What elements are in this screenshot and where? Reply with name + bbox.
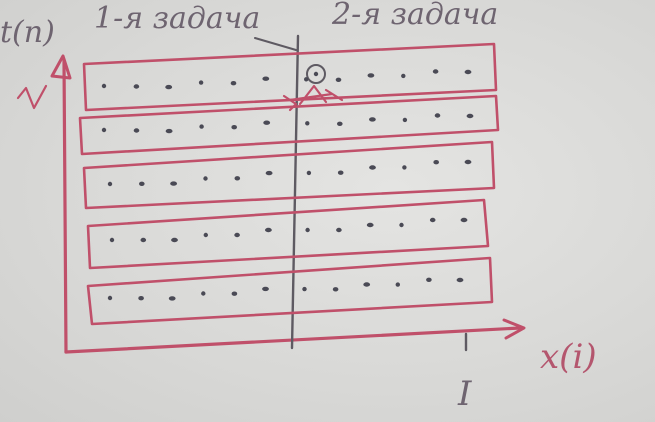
row-3-dot xyxy=(203,176,208,181)
row-5-dot xyxy=(426,277,432,282)
row-4-dot xyxy=(203,232,208,238)
row-1-dot xyxy=(262,76,270,81)
t-axis-label: t(n) xyxy=(0,15,55,50)
t-axis-line xyxy=(62,58,68,354)
row-5-dot xyxy=(138,296,144,301)
row-1-dot xyxy=(335,77,342,83)
row-2-dot xyxy=(337,121,343,127)
row-1-dot xyxy=(230,81,237,86)
row-5-dot xyxy=(456,277,464,283)
row-3-dot xyxy=(402,165,407,170)
row-4-dot xyxy=(399,222,404,228)
row-rect-1 xyxy=(82,42,498,112)
row-1-dot xyxy=(101,83,107,89)
x-axis-arrowhead xyxy=(502,318,526,340)
row-5-dot xyxy=(201,291,206,296)
highlighted-point xyxy=(313,71,319,77)
row-4-dot xyxy=(171,237,178,243)
row-1-dot xyxy=(432,69,439,74)
t-axis-scribble xyxy=(16,84,48,110)
row-2-dot xyxy=(305,121,310,126)
row-rect-3 xyxy=(82,140,496,210)
x-axis-label: x(i) xyxy=(540,337,597,377)
row-3-dot xyxy=(464,159,472,165)
row-4-dot xyxy=(305,227,310,233)
row-2-dot xyxy=(402,117,408,123)
point-arrows-scribble xyxy=(282,84,344,112)
row-4-dot xyxy=(109,237,115,243)
row-3-dot xyxy=(234,176,241,181)
tick-label: I xyxy=(457,374,472,414)
label-pointer-line xyxy=(254,37,297,51)
row-2-dot xyxy=(231,125,237,130)
row-4-dot xyxy=(265,227,272,233)
row-2-dot xyxy=(434,113,441,118)
row-1-dot xyxy=(401,73,406,79)
row-5-dot xyxy=(231,291,238,296)
row-2-dot xyxy=(199,124,204,129)
row-3-dot xyxy=(369,165,376,170)
row-5-dot xyxy=(168,296,176,301)
row-5-dot xyxy=(107,295,113,301)
row-rect-5 xyxy=(86,256,494,326)
row-1-dot xyxy=(133,84,140,89)
row-5-dot xyxy=(363,282,371,287)
row-3-dot xyxy=(139,181,145,186)
t-axis-arrowhead xyxy=(50,54,72,80)
row-3-dot xyxy=(306,170,312,176)
row-rect-4 xyxy=(86,198,490,270)
thread-2-label: 2-я задача xyxy=(331,0,498,32)
row-4-dot xyxy=(460,217,468,223)
row-4-dot xyxy=(366,222,374,228)
row-2-dot xyxy=(369,117,376,122)
row-1-dot xyxy=(165,84,173,90)
row-1-dot xyxy=(464,69,472,75)
row-1-dot xyxy=(367,73,375,78)
highlighted-point-circle xyxy=(306,64,326,84)
row-2-dot xyxy=(101,127,107,133)
row-3-dot xyxy=(107,181,113,187)
row-5-dot xyxy=(262,286,269,292)
row-5-dot xyxy=(332,287,339,292)
row-2-dot xyxy=(133,128,140,133)
row-2-dot xyxy=(165,128,173,134)
row-1-dot xyxy=(304,77,309,82)
row-3-dot xyxy=(337,170,344,175)
row-4-dot xyxy=(140,237,147,243)
row-3-dot xyxy=(170,181,178,186)
row-3-dot xyxy=(433,160,440,165)
row-2-dot xyxy=(263,120,271,125)
row-rect-2 xyxy=(78,94,500,156)
row-1-dot xyxy=(198,80,204,85)
task-divider-line xyxy=(290,34,300,350)
row-5-dot xyxy=(302,286,307,292)
row-4-dot xyxy=(234,232,240,238)
row-4-dot xyxy=(429,217,436,223)
row-4-dot xyxy=(336,227,342,233)
data-dots-group xyxy=(101,69,474,301)
row-5-dot xyxy=(395,282,400,287)
row-2-dot xyxy=(466,113,474,119)
thread-1-label: 1-я задача xyxy=(94,1,260,36)
row-3-dot xyxy=(265,170,273,176)
